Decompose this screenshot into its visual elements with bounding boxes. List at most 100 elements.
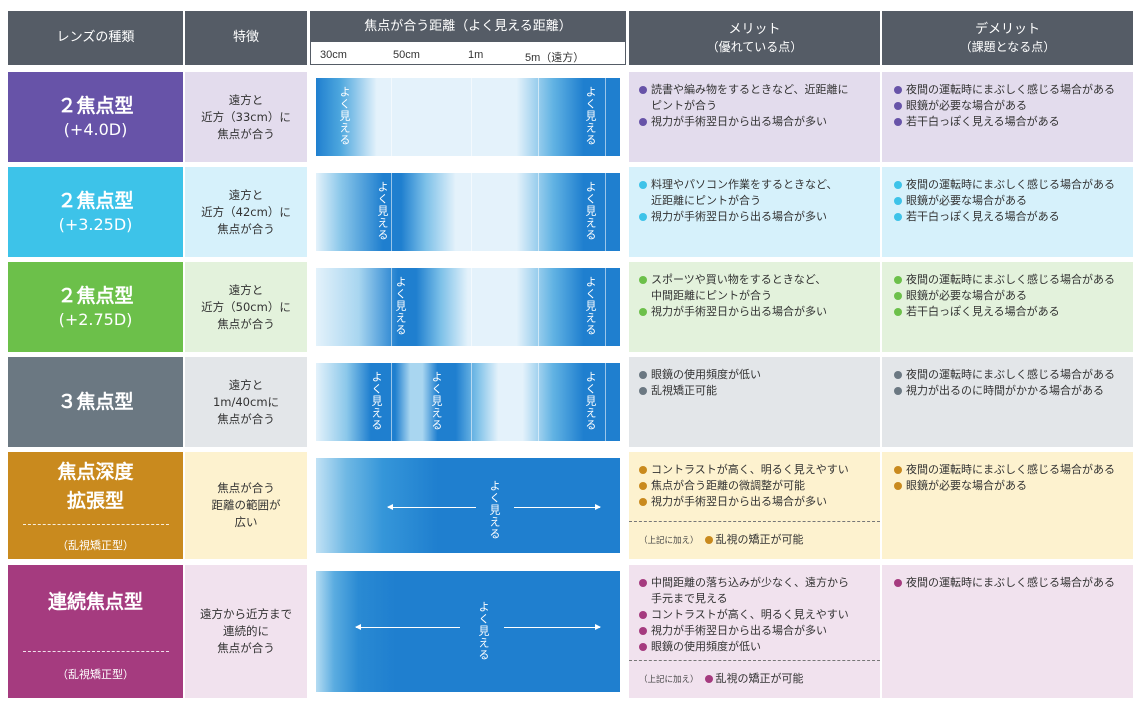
bullet-dot-icon — [639, 611, 647, 619]
bullet-dot-icon — [894, 371, 902, 379]
merit-cell: スポーツや買い物をするときなど、 中間距離にピントが合う 視力が手術翌日から出る… — [629, 262, 880, 352]
header-distance-label: 焦点が合う距離（よく見える距離） — [364, 19, 572, 34]
lens-row-bifocal-325d: ２焦点型 (+3.25D) 遠方と 近方（42cm）に 焦点が合う よく見える … — [0, 167, 1142, 257]
seeing-label-near: よく見える — [370, 371, 383, 431]
feature-cell: 遠方と 近方（42cm）に 焦点が合う — [185, 167, 307, 257]
header-feature: 特徴 — [185, 11, 307, 65]
lens-type-name: ２焦点型 — [57, 95, 134, 117]
lens-row-continuous: 連続焦点型 （乱視矯正型） 遠方から近方まで 連続的に 焦点が合う よく見える … — [0, 565, 1142, 698]
merit-item: 中間距離の落ち込みが少なく、遠方から 手元まで見える — [639, 575, 872, 607]
feature-cell: 遠方と 近方（33cm）に 焦点が合う — [185, 72, 307, 162]
header-merit: メリット （優れている点） — [629, 11, 880, 65]
lens-type-cell: ２焦点型 (+3.25D) — [8, 167, 183, 257]
header-lens-type: レンズの種類 — [8, 11, 183, 65]
header-merit-title: メリット — [728, 22, 781, 37]
bullet-dot-icon — [894, 181, 902, 189]
focus-chart: よく見える — [310, 565, 626, 698]
seeing-label-near: よく見える — [338, 86, 351, 146]
lens-power: (+4.0D) — [63, 120, 128, 139]
header-demerit-title: デメリット — [974, 22, 1040, 37]
focus-chart: よく見える よく見える よく見える — [310, 357, 626, 447]
merit-extra: （上記に加え）乱視の矯正が可能 — [629, 521, 880, 559]
range-arrow-right-icon — [514, 504, 601, 510]
lens-power: (+2.75D) — [58, 310, 133, 329]
merit-item: コントラストが高く、明るく見えやすい — [639, 462, 872, 478]
lens-row-bifocal-275d: ２焦点型 (+2.75D) 遠方と 近方（50cm）に 焦点が合う よく見える … — [0, 262, 1142, 352]
seeing-label-far: よく見える — [584, 86, 597, 146]
demerit-item: 視力が出るのに時間がかかる場合がある — [894, 383, 1125, 399]
lens-type-cell: 連続焦点型 （乱視矯正型） — [8, 565, 183, 698]
focus-chart: よく見える — [310, 452, 626, 559]
feature-cell: 遠方と 近方（50cm）に 焦点が合う — [185, 262, 307, 352]
focus-band: よく見える よく見える — [316, 268, 620, 346]
bullet-dot-icon — [639, 118, 647, 126]
lens-type-cell: ２焦点型 (+2.75D) — [8, 262, 183, 352]
merit-item: 眼鏡の使用頻度が低い — [639, 639, 872, 655]
lens-type-name: 連続焦点型 — [47, 590, 143, 613]
header-lens-type-label: レンズの種類 — [56, 30, 135, 45]
header-merit-sub: （優れている点） — [706, 40, 803, 54]
seeing-label-range: よく見える — [477, 601, 490, 661]
tick-1m: 1m — [468, 49, 484, 61]
merit-item: 読書や編み物をするときなど、近距離に ピントが合う — [639, 82, 872, 114]
demerit-item: 若干白っぽく見える場合がある — [894, 304, 1125, 320]
header-feature-label: 特徴 — [232, 30, 259, 45]
seeing-label-near: よく見える — [394, 276, 407, 336]
demerit-item: 眼鏡が必要な場合がある — [894, 98, 1125, 114]
tick-30cm: 30cm — [320, 49, 347, 61]
bullet-dot-icon — [894, 118, 902, 126]
feature-cell: 遠方と 1m/40cmに 焦点が合う — [185, 357, 307, 447]
demerit-cell: 夜間の運転時にまぶしく感じる場合がある 視力が出るのに時間がかかる場合がある — [882, 357, 1133, 447]
focus-band: よく見える よく見える — [316, 78, 620, 156]
bullet-dot-icon — [894, 292, 902, 300]
bullet-dot-icon — [894, 579, 902, 587]
seeing-label-range: よく見える — [488, 480, 501, 540]
distance-scale: 30cm 50cm 1m 5m（遠方） — [310, 42, 626, 65]
bullet-dot-icon — [639, 86, 647, 94]
lens-type-name: ２焦点型 — [57, 190, 134, 212]
tick-50cm: 50cm — [393, 49, 420, 61]
demerit-item: 眼鏡が必要な場合がある — [894, 478, 1125, 494]
focus-band: よく見える — [316, 458, 620, 553]
bullet-dot-icon — [894, 86, 902, 94]
demerit-item: 夜間の運転時にまぶしく感じる場合がある — [894, 82, 1125, 98]
bullet-dot-icon — [639, 387, 647, 395]
demerit-item: 夜間の運転時にまぶしく感じる場合がある — [894, 462, 1125, 478]
lens-type-cell: ２焦点型 (+4.0D) — [8, 72, 183, 162]
lens-type-name: 焦点深度 — [57, 461, 134, 483]
merit-item: 視力が手術翌日から出る場合が多い — [639, 623, 872, 639]
lens-row-edof: 焦点深度 拡張型 （乱視矯正型） 焦点が合う 距離の範囲が 広い よく見える コ… — [0, 452, 1142, 559]
merit-item: 視力が手術翌日から出る場合が多い — [639, 209, 872, 225]
lens-type-note: （乱視矯正型） — [57, 539, 134, 552]
bullet-dot-icon — [639, 466, 647, 474]
bullet-dot-icon — [894, 387, 902, 395]
merit-item: 料理やパソコン作業をするときなど、 近距離にピントが合う — [639, 177, 872, 209]
bullet-dot-icon — [894, 276, 902, 284]
bullet-dot-icon — [639, 482, 647, 490]
demerit-cell: 夜間の運転時にまぶしく感じる場合がある 眼鏡が必要な場合がある 若干白っぽく見え… — [882, 72, 1133, 162]
bullet-dot-icon — [639, 627, 647, 635]
demerit-item: 若干白っぽく見える場合がある — [894, 209, 1125, 225]
merit-cell: 中間距離の落ち込みが少なく、遠方から 手元まで見える コントラストが高く、明るく… — [629, 565, 880, 698]
seeing-label-far: よく見える — [584, 276, 597, 336]
seeing-label-far: よく見える — [584, 371, 597, 431]
focus-band: よく見える — [316, 571, 620, 692]
bullet-dot-icon — [639, 213, 647, 221]
merit-item: スポーツや買い物をするときなど、 中間距離にピントが合う — [639, 272, 872, 304]
lens-type-name: ３焦点型 — [57, 391, 134, 413]
focus-band: よく見える よく見える — [316, 173, 620, 251]
merit-item: 焦点が合う距離の微調整が可能 — [639, 478, 872, 494]
lens-row-trifocal: ３焦点型 遠方と 1m/40cmに 焦点が合う よく見える よく見える よく見え… — [0, 357, 1142, 447]
demerit-item: 夜間の運転時にまぶしく感じる場合がある — [894, 367, 1125, 383]
seeing-label-near: よく見える — [376, 181, 389, 241]
bullet-dot-icon — [639, 498, 647, 506]
tick-5m: 5m（遠方） — [525, 52, 585, 64]
bullet-dot-icon — [894, 197, 902, 205]
bullet-dot-icon — [894, 213, 902, 221]
merit-item: 眼鏡の使用頻度が低い — [639, 367, 872, 383]
bullet-dot-icon — [639, 181, 647, 189]
range-arrow-left-icon — [355, 624, 460, 630]
demerit-cell: 夜間の運転時にまぶしく感じる場合がある 眼鏡が必要な場合がある — [882, 452, 1133, 559]
extra-prefix: （上記に加え） — [639, 675, 699, 685]
range-arrow-left-icon — [387, 504, 476, 510]
